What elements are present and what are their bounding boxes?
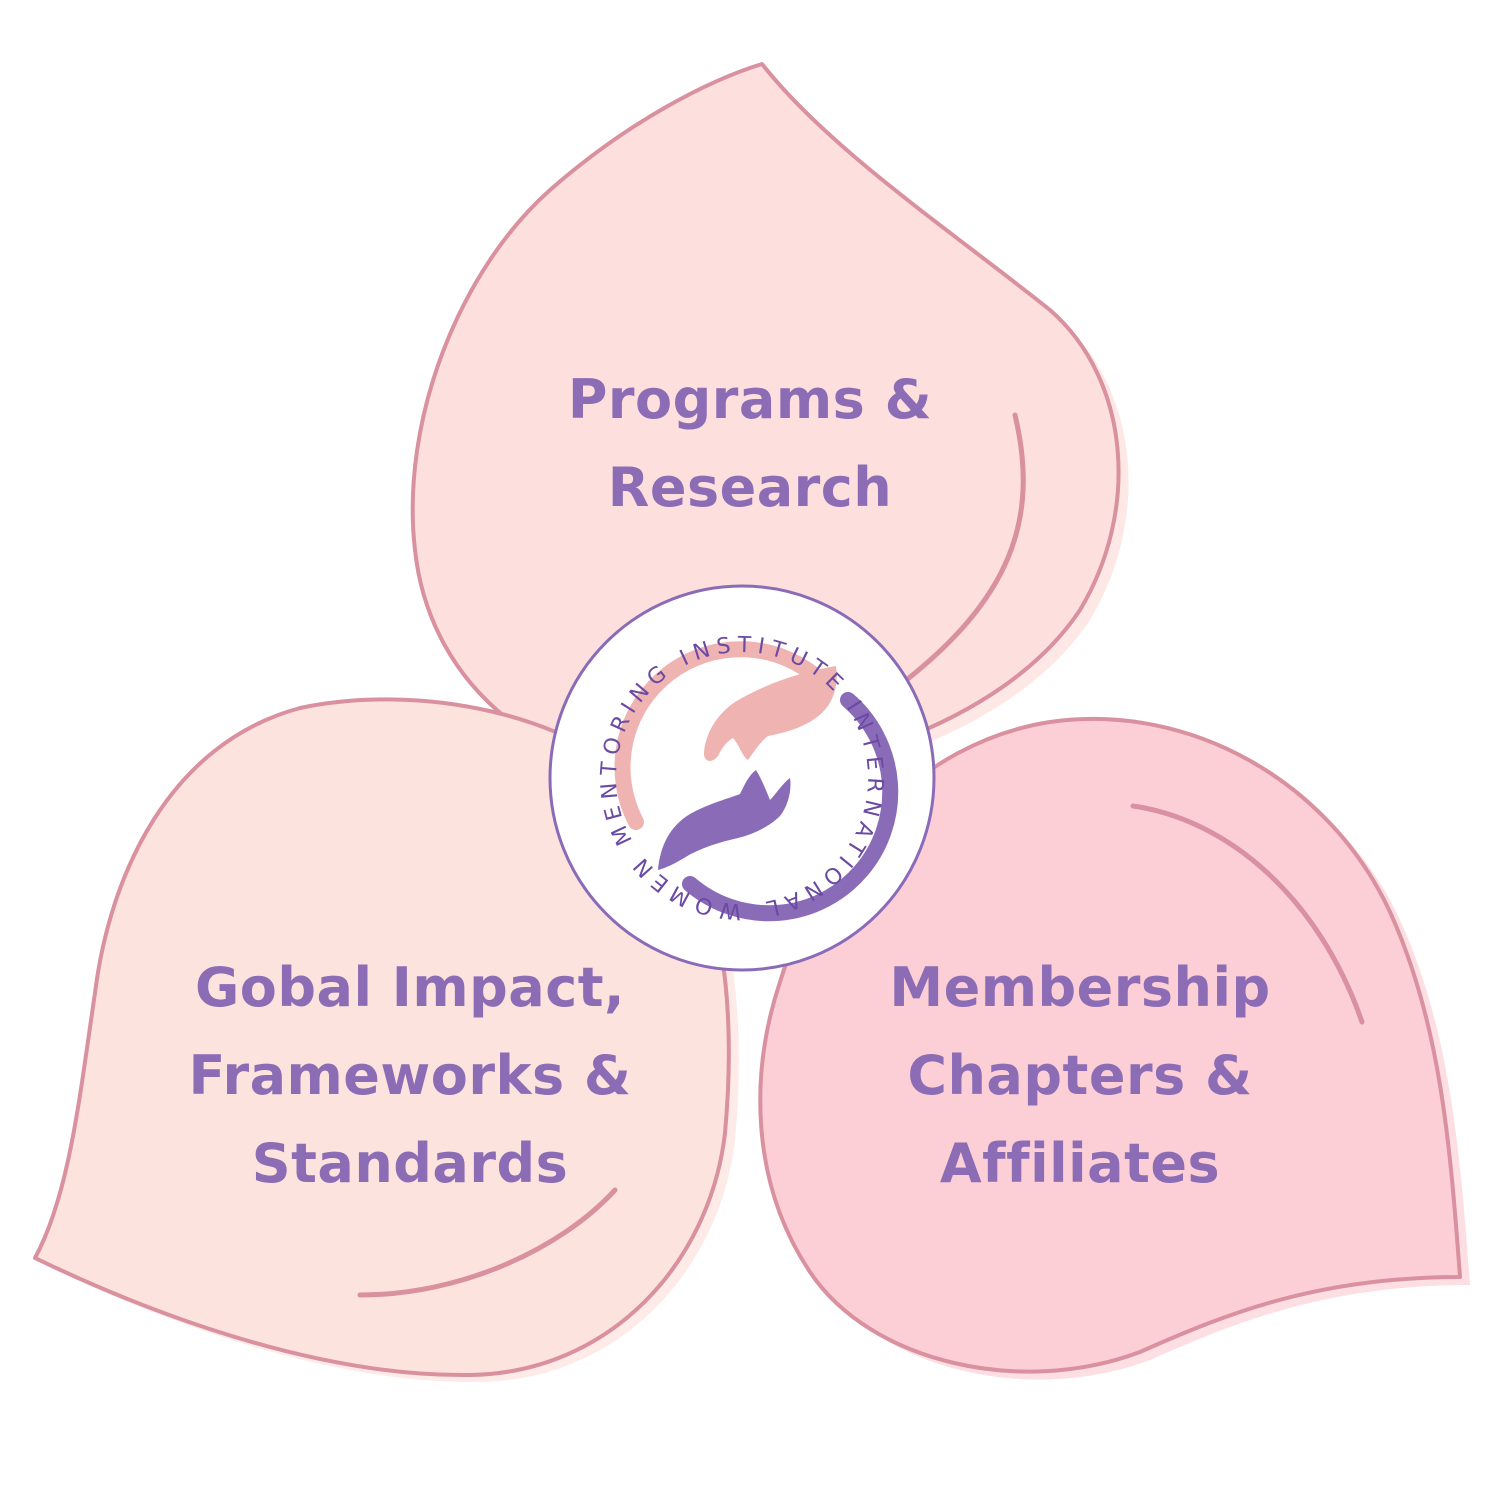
logo-seal-disc	[548, 584, 936, 972]
petal-top-label-line-2: Research	[607, 456, 893, 519]
petal-left-label: Gobal Impact, Frameworks & Standards	[110, 944, 710, 1208]
upper-hand	[703, 666, 837, 761]
logo-seal: WOMEN MENTORING INSTITUTE INTERNATIONAL	[548, 584, 936, 972]
petal-left-label-line-2: Frameworks &	[188, 1044, 632, 1107]
petal-left-accent	[357, 1187, 618, 1298]
lower-hand	[658, 770, 791, 870]
logo-ring-purple	[682, 692, 899, 922]
logo-ring-pink	[614, 641, 828, 830]
petal-top-label-line-1: Programs &	[567, 368, 933, 431]
petal-right-label-line-2: Chapters &	[907, 1044, 1253, 1107]
petal-left	[33, 697, 739, 1383]
petal-right	[758, 716, 1470, 1380]
hands-reaching-icon	[658, 666, 837, 870]
petal-left-label-line-3: Standards	[251, 1132, 569, 1195]
petal-right-shape	[758, 716, 1462, 1374]
petal-top-label: Programs & Research	[450, 356, 1050, 532]
petal-top	[410, 62, 1129, 790]
petal-left-label-line-1: Gobal Impact,	[194, 956, 626, 1019]
petal-right-label-line-1: Membership	[889, 956, 1271, 1019]
petal-right-label: Membership Chapters & Affiliates	[780, 944, 1380, 1208]
petal-right-accent	[1130, 803, 1365, 1025]
petal-top-accent	[897, 412, 1026, 688]
petal-right-label-line-3: Affiliates	[939, 1132, 1221, 1195]
